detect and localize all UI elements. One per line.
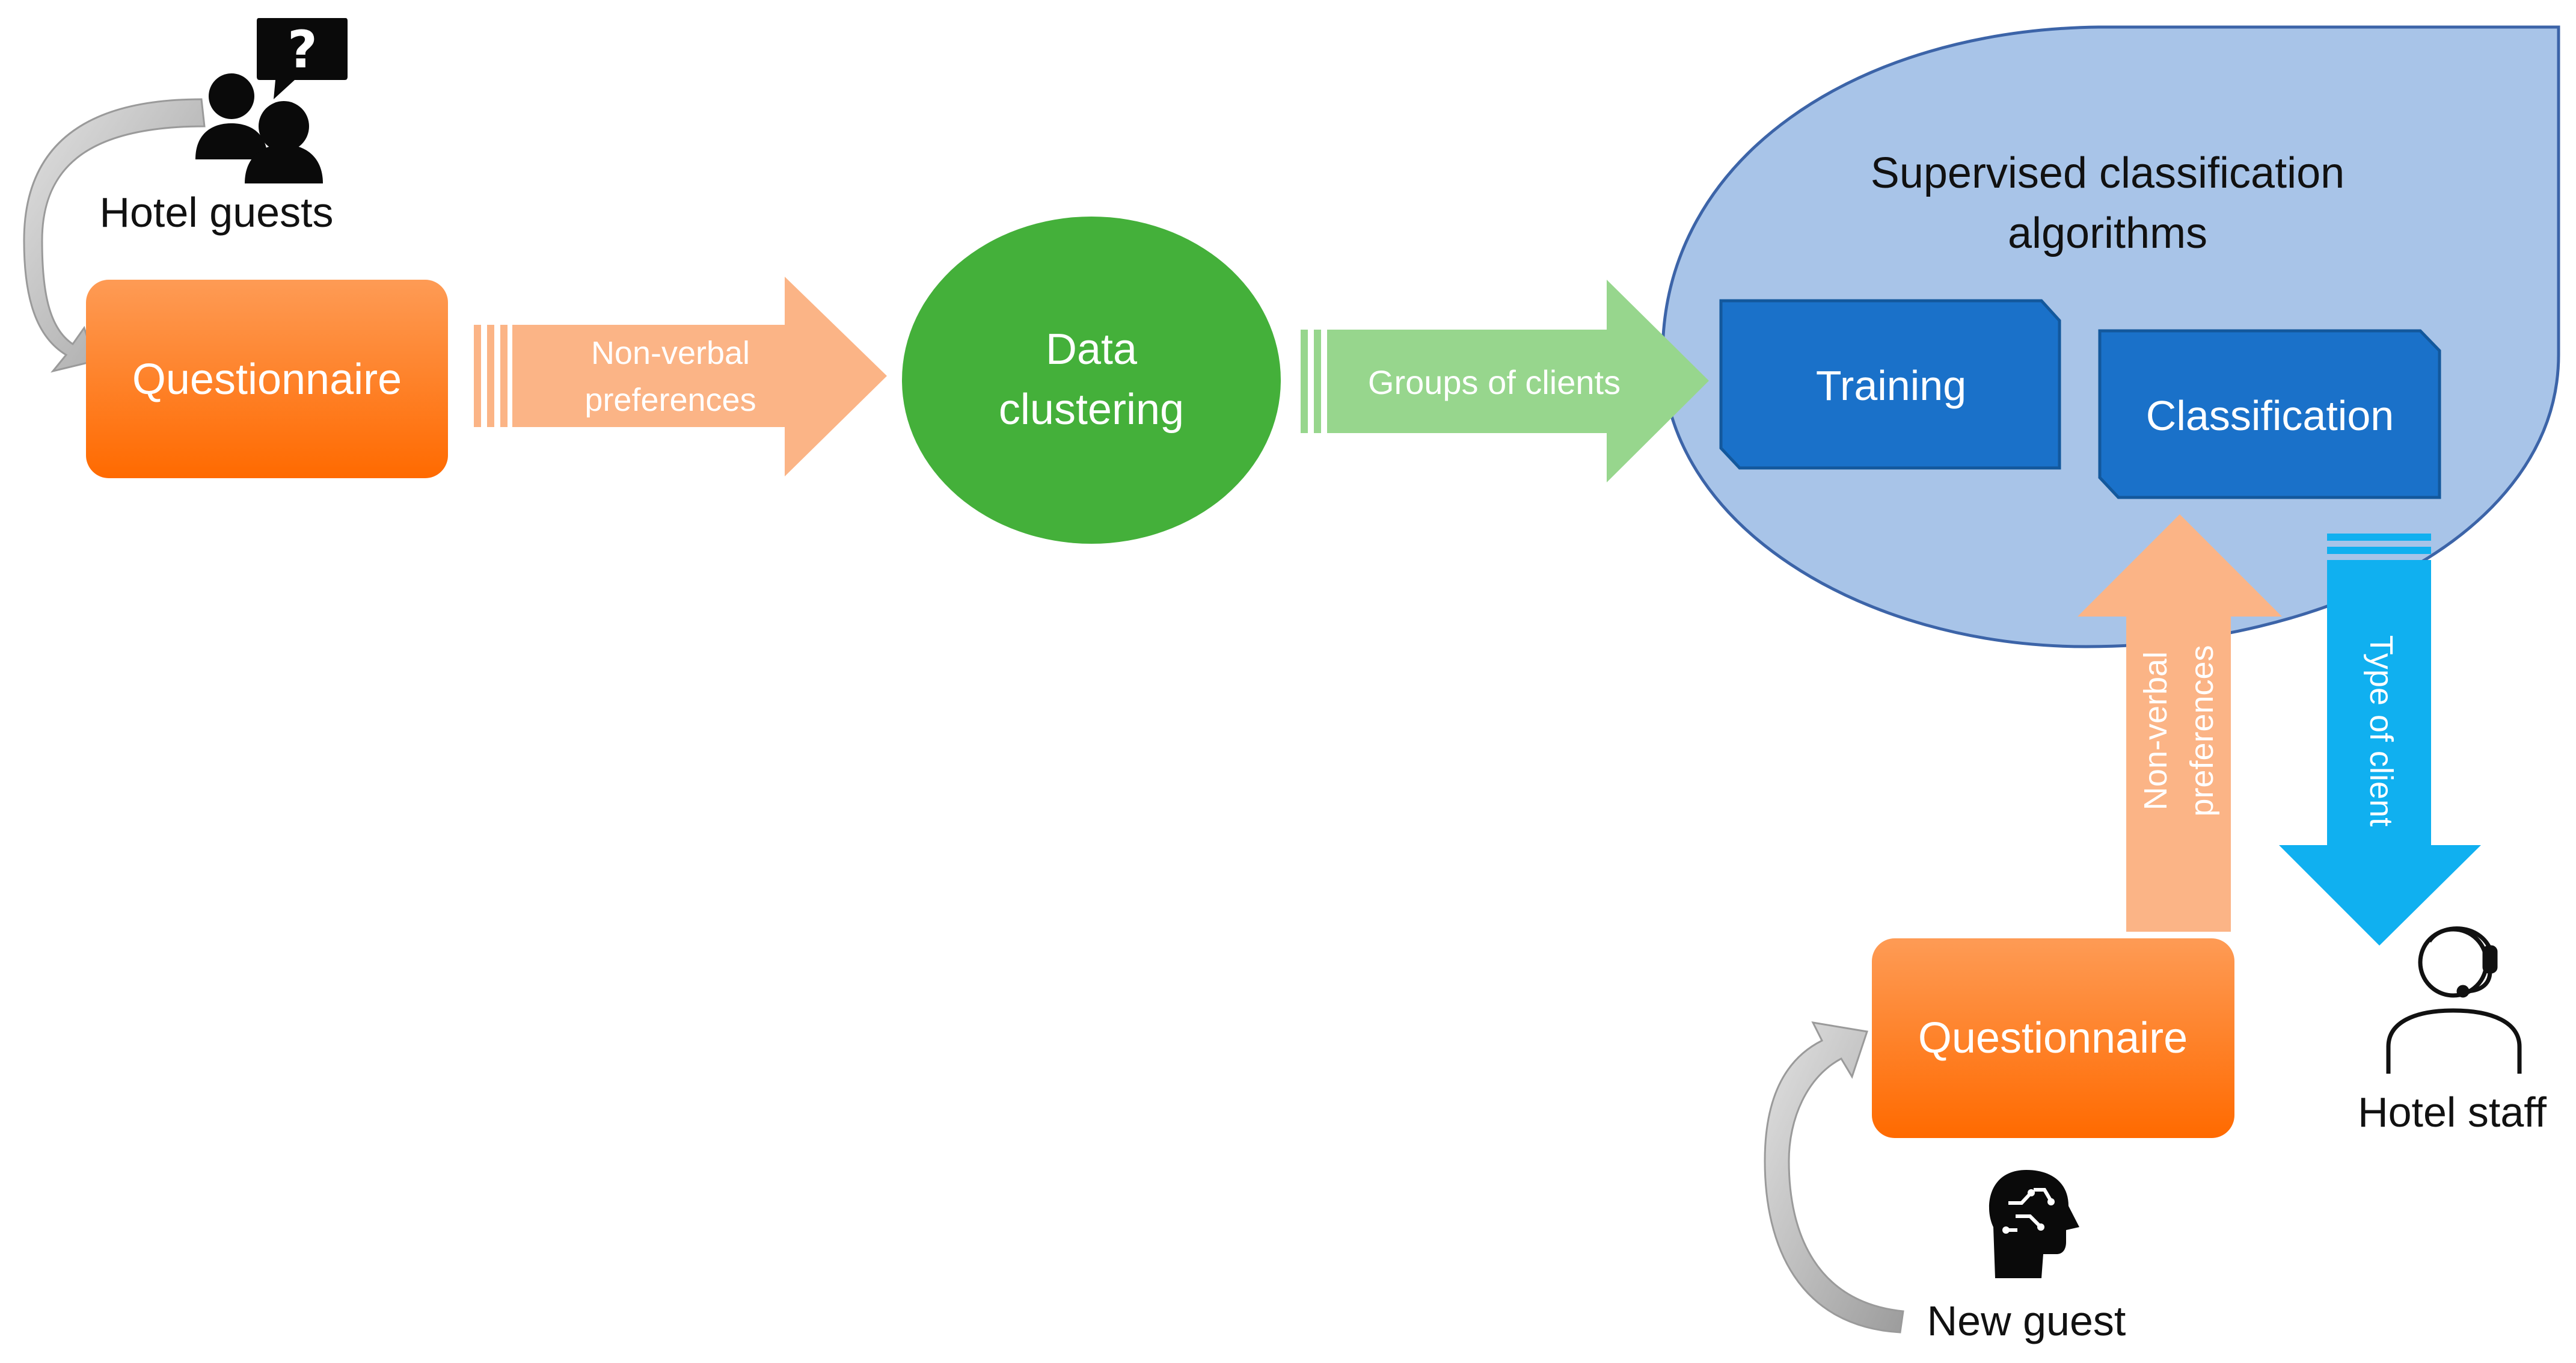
type-of-client-arrow: Type of client	[2279, 534, 2481, 946]
preferences-up-arrow: Non-verbal preferences	[2078, 514, 2282, 932]
curved-arrow-icon	[1764, 1021, 1904, 1334]
headset-person-icon	[2386, 926, 2522, 1074]
preferences-arrow-line1: Non-verbal	[591, 335, 750, 371]
people-icon	[195, 73, 323, 183]
supervised-title-line1: Supervised classification	[1871, 149, 2344, 197]
classification-label: Classification	[2146, 392, 2394, 439]
data-clustering-node: Data clustering	[902, 217, 1281, 544]
preferences-arrow-line2: preferences	[584, 382, 756, 418]
type-of-client-label: Type of client	[2363, 635, 2399, 826]
preferences-up-line2: preferences	[2184, 645, 2220, 816]
training-box: Training	[1719, 299, 2061, 470]
preferences-up-line1: Non-verbal	[2138, 651, 2174, 810]
question-bubble-icon: ?	[257, 18, 348, 99]
questionnaire-top-label: Questionnaire	[132, 355, 402, 404]
svg-text:?: ?	[287, 20, 317, 80]
hotel-guests-label: Hotel guests	[99, 189, 333, 236]
brain-head-icon	[1989, 1170, 2079, 1278]
curved-arrow-icon	[23, 98, 206, 373]
training-label: Training	[1816, 362, 1966, 409]
new-guest-label: New guest	[1927, 1297, 2126, 1344]
questionnaire-bottom-box: Questionnaire	[1872, 938, 2234, 1138]
classification-box: Classification	[2098, 329, 2441, 499]
hotel-staff-label: Hotel staff	[2358, 1089, 2547, 1136]
clustering-line1: Data	[1046, 325, 1138, 374]
groups-arrow: Groups of clients	[1301, 280, 1709, 482]
questionnaire-bottom-label: Questionnaire	[1918, 1014, 2188, 1062]
preferences-arrow: Non-verbal preferences	[474, 277, 887, 476]
supervised-title-line2: algorithms	[2008, 209, 2207, 257]
clustering-line2: clustering	[999, 386, 1184, 434]
groups-arrow-label: Groups of clients	[1368, 363, 1621, 401]
questionnaire-top-box: Questionnaire	[86, 280, 448, 478]
